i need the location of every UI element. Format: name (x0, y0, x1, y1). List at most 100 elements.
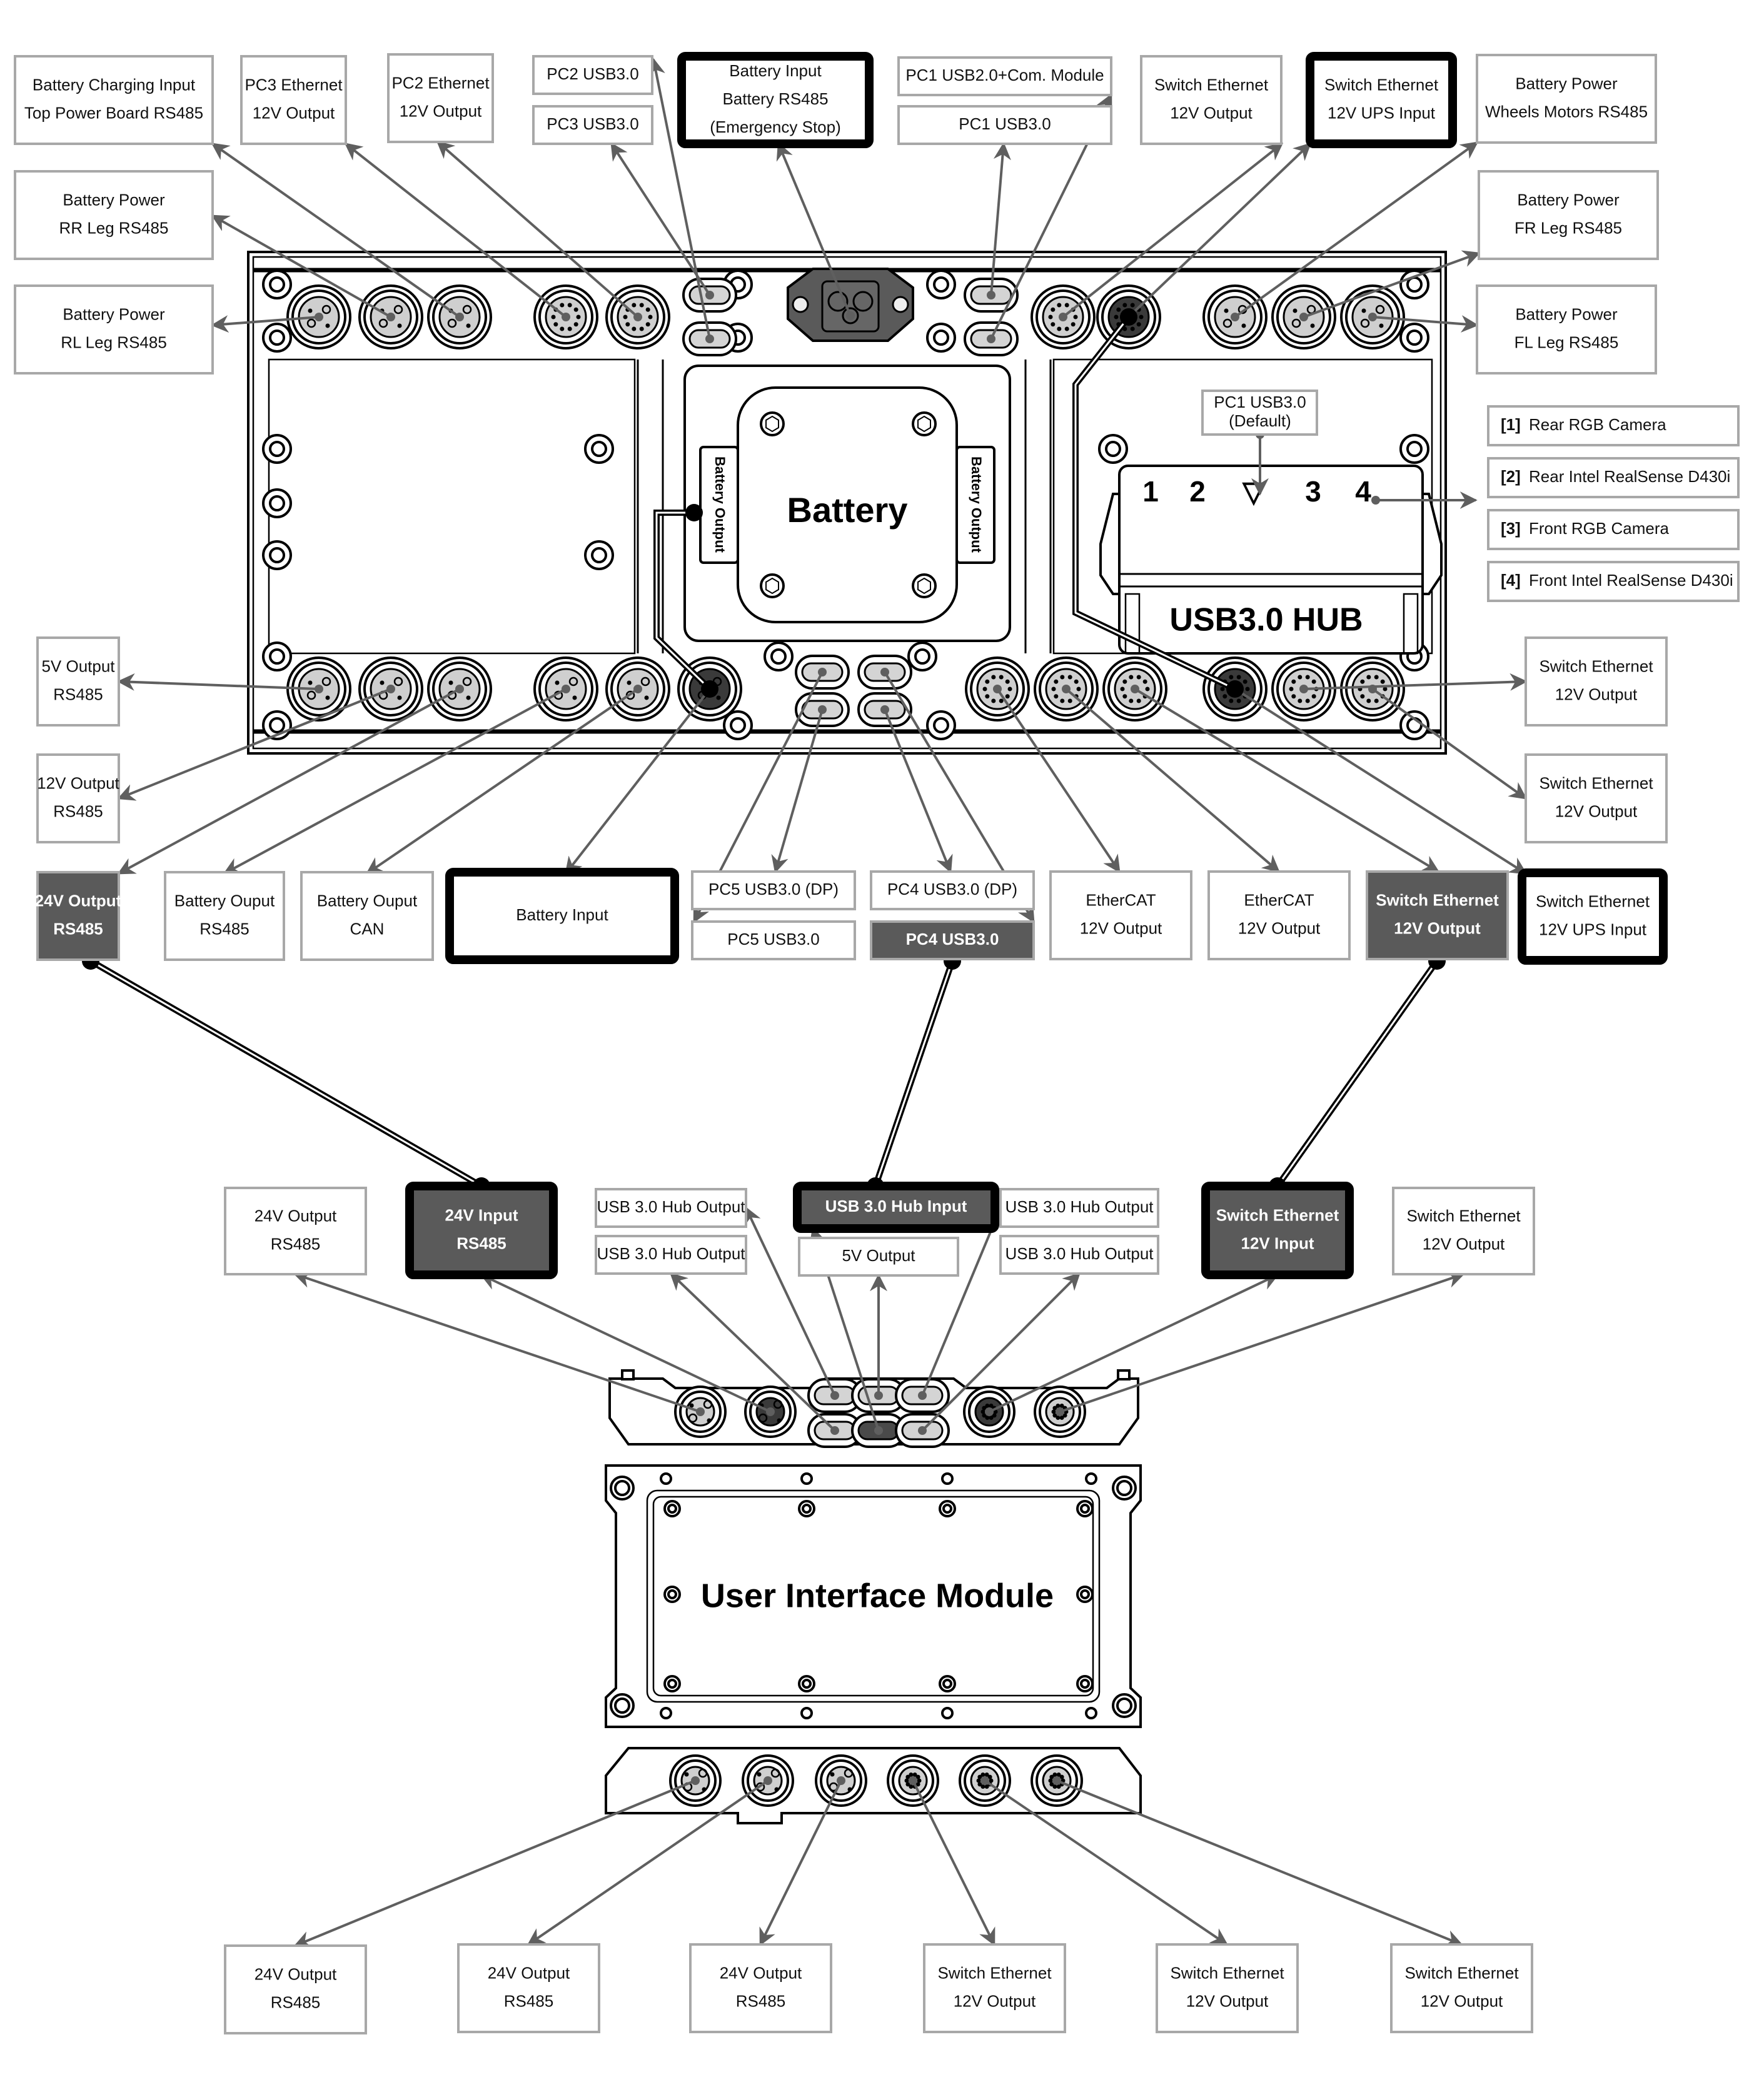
battery-label: Battery (787, 490, 908, 530)
hub-legend-item: [1]Rear RGB Camera (1487, 405, 1740, 446)
label-ui-usb-hub-in: USB 3.0 Hub Input (793, 1182, 999, 1233)
label-text: RS485 (53, 685, 103, 703)
label-text: Battery Ouput (174, 891, 275, 910)
leader-line (912, 1780, 995, 1946)
label-text: RS485 (736, 1991, 786, 2010)
label-text: USB 3.0 Hub Output (597, 1197, 745, 1216)
leader-dot (705, 291, 714, 299)
leader-dot (1059, 313, 1067, 321)
circular-connector[interactable] (669, 1754, 722, 1807)
label-text: EtherCAT (1086, 890, 1156, 909)
label-text: 12V Output (1423, 1234, 1505, 1253)
label-ui-usb-hub-out-3: USB 3.0 Hub Output (999, 1188, 1159, 1228)
label-text: USB 3.0 Hub Input (825, 1197, 967, 1215)
label-text: 24V Output (488, 1963, 570, 1982)
label-text: PC1 USB3.0 (959, 114, 1051, 133)
leader-dot (1299, 685, 1308, 693)
usb-hub-body (1118, 465, 1424, 655)
leader-line (1234, 141, 1479, 318)
label-text: 12V Output (954, 1991, 1036, 2010)
label-text: Switch Ethernet (1536, 892, 1650, 910)
leader-dot (766, 1407, 775, 1416)
leader-line (436, 141, 639, 318)
label-text: PC5 USB3.0 (727, 930, 819, 948)
label-text: RS485 (199, 919, 249, 938)
leader-line (759, 1780, 842, 1946)
leader-line (745, 1206, 836, 1396)
leader-line (1134, 688, 1440, 873)
label-battery-input: Battery Input (445, 868, 679, 964)
leader-line (117, 673, 320, 691)
leader-dot (691, 1776, 700, 1785)
label-text: FR Leg RS485 (1515, 218, 1622, 237)
label-text: RS485 (271, 1234, 321, 1253)
leader-dot (993, 685, 1002, 693)
hub-default-note: PC1 USB3.0(Default) (1201, 390, 1318, 436)
leader-line (1065, 688, 1281, 873)
leader-dot (985, 1407, 994, 1416)
leader-line (984, 1779, 1229, 1946)
label-text: Switch Ethernet (1324, 75, 1439, 94)
label-text: 12V Output (1080, 918, 1162, 937)
label-text: 24V Output (255, 1964, 337, 1983)
label-text: RS485 (504, 1991, 554, 2010)
cables (82, 308, 1446, 1195)
leader-line (921, 1206, 1003, 1396)
leader-line (211, 143, 461, 318)
label-pc4-usb-dp: PC4 USB3.0 (DP) (870, 870, 1035, 910)
label-text: 24V Input (445, 1205, 518, 1224)
label-text: Battery Power (1515, 304, 1618, 323)
battery-output-left-tab (699, 446, 739, 564)
leader-line (117, 688, 391, 801)
label-pc3-usb: PC3 USB3.0 (532, 105, 653, 145)
leader-line (1303, 250, 1481, 318)
label-text: Battery Charging Input (33, 75, 196, 94)
hub-legend-text: Rear Intel RealSense D430i (1529, 467, 1730, 486)
ui-module-body (605, 1464, 1142, 1728)
label-text: 12V Output (253, 103, 335, 122)
label-text: 12V Output (1421, 1991, 1503, 2010)
leader-dot (455, 313, 464, 321)
hub-port-number: 2 (1189, 475, 1206, 508)
cable-end (685, 504, 703, 521)
label-text: Switch Ethernet (1539, 656, 1653, 675)
usb-hub-label: USB3.0 HUB (1169, 602, 1363, 638)
leader-dot (386, 313, 395, 321)
label-text: Switch Ethernet (1216, 1205, 1339, 1224)
leader-dot (1062, 685, 1071, 693)
label-text: Switch Ethernet (937, 1963, 1052, 1982)
label-text: 12V Output (1394, 918, 1481, 937)
hub-legend-text: Front RGB Camera (1529, 519, 1669, 538)
leader-line (996, 688, 1121, 873)
leader-dot (918, 1426, 927, 1435)
label-ui-b-sw-3: Switch Ethernet 12V Output (1390, 1943, 1533, 2033)
label-text: PC2 Ethernet (391, 73, 490, 92)
leader-dot (764, 1776, 772, 1785)
battery-output-right-tab (955, 446, 995, 564)
label-text: Switch Ethernet (1406, 1206, 1521, 1225)
battery-input-connector[interactable] (787, 268, 914, 342)
leader-line (1059, 1270, 1465, 1413)
leader-dot (455, 685, 464, 693)
leader-dot (386, 685, 395, 693)
leader-line (1056, 1779, 1463, 1947)
circular-connector[interactable] (533, 284, 598, 350)
leader-line (990, 142, 1011, 296)
leader-line (1127, 143, 1312, 318)
label-text: Top Power Board RS485 (24, 103, 203, 122)
label-text: Switch Ethernet (1404, 1963, 1519, 1982)
hub-legend-item: [2]Rear Intel RealSense D430i (1487, 457, 1740, 498)
label-text: Battery Input (729, 61, 822, 80)
label-ui-b-sw-1: Switch Ethernet 12V Output (923, 1943, 1066, 2033)
